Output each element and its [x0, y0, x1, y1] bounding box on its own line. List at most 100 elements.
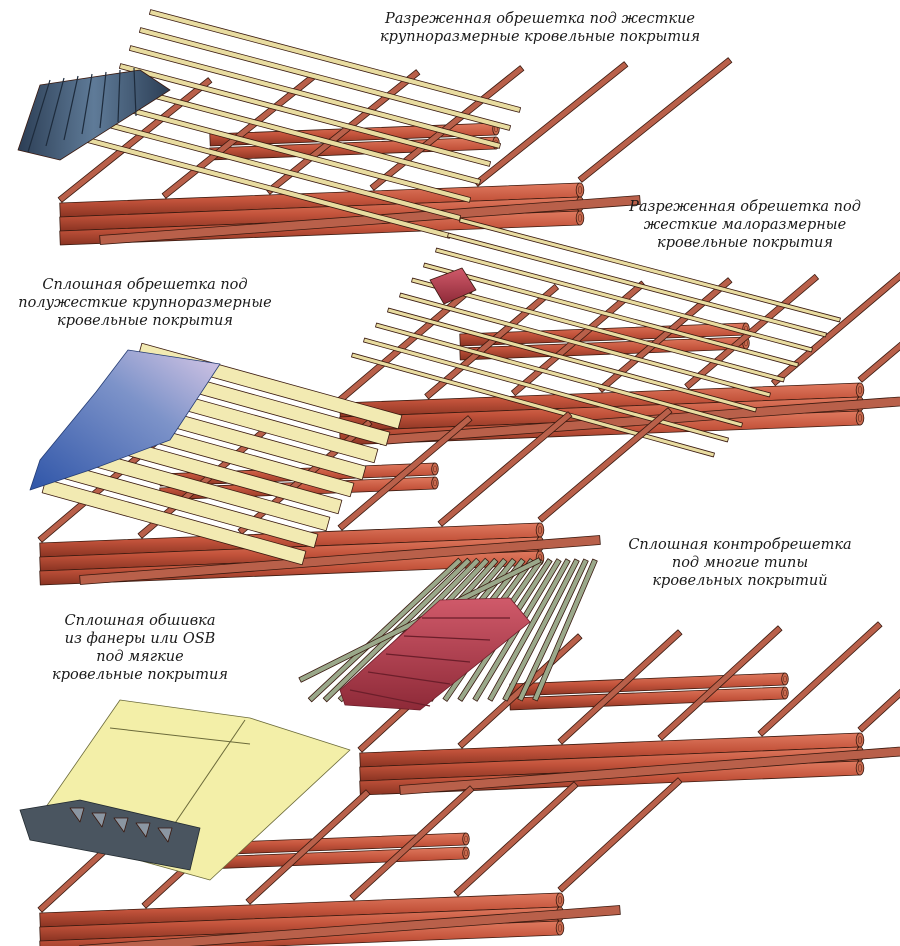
module-sparse-large-wall-log-ring: [577, 186, 583, 194]
slate-panel: [17, 69, 171, 161]
module-plywood-osb-rafter: [557, 777, 683, 893]
counter-batten: [307, 557, 463, 703]
tile-row: [367, 671, 451, 685]
module-sparse-small-wall-log-ring: [857, 386, 863, 394]
module-plywood-osb-wall-log-ring: [557, 924, 563, 932]
caption-sparse-small: Разреженная обрешетка под жесткие малора…: [629, 199, 861, 251]
module-solid-semirigid-back-log-ring: [433, 465, 437, 473]
counter-batten: [487, 558, 571, 702]
module-plywood-osb-rafter: [349, 785, 475, 901]
sparse-batten: [118, 63, 492, 167]
module-plywood-osb-rafter: [453, 781, 579, 897]
module-counter-batten-rafter: [857, 688, 900, 733]
shingle-tab: [135, 822, 151, 838]
module-sparse-small: [337, 217, 900, 458]
module-plywood-osb-sill-beam: [79, 905, 621, 946]
caption-counter-batten: Сплошная контробрешетка под многие типы …: [628, 537, 852, 589]
module-plywood-osb-wall-log-ring: [557, 896, 563, 904]
sparse-batten-small: [387, 307, 757, 413]
sparse-batten: [148, 9, 522, 113]
module-solid-semirigid-back-log-ring: [433, 479, 437, 487]
sparse-batten-small: [459, 217, 841, 323]
sparse-batten: [128, 45, 502, 149]
module-counter-batten-back-log-end: [781, 672, 789, 686]
sparse-batten-small: [411, 277, 785, 383]
module-plywood-osb-wall-log-end: [555, 892, 565, 908]
red-tile-panel: [339, 597, 531, 711]
module-plywood-osb-back-log-ring: [464, 849, 468, 857]
sparse-batten-small: [375, 322, 743, 428]
module-solid-semirigid-back-log-end: [431, 462, 439, 476]
counter-batten: [517, 558, 589, 702]
module-sparse-small-wall-log-ring: [857, 414, 863, 422]
module-counter-batten-wall-log-ring: [857, 736, 863, 744]
module-counter-batten-wall-log-ring: [857, 764, 863, 772]
tile-row: [349, 689, 431, 707]
module-counter-batten-back-log-ring: [783, 675, 787, 683]
sparse-batten-small: [435, 247, 813, 353]
counter-batten: [502, 558, 580, 702]
caption-sparse-large: Разреженная обрешетка под жесткие крупно…: [379, 11, 701, 45]
module-counter-batten: [298, 557, 900, 796]
sparse-batten-small: [399, 292, 771, 398]
sparse-batten-small: [363, 337, 729, 443]
osb-seam: [109, 727, 251, 745]
sparse-batten-small: [447, 232, 827, 338]
module-plywood-osb: [19, 699, 683, 946]
module-solid-semirigid-rafter: [337, 415, 473, 531]
osb-sheathing: [19, 699, 351, 881]
module-plywood-osb-back-log-end: [462, 846, 470, 860]
module-sparse-large-rafter: [57, 77, 213, 203]
module-counter-batten-wall-log-end: [855, 732, 865, 748]
sparse-batten-small: [423, 262, 799, 368]
module-sparse-large-rafter: [577, 57, 733, 183]
caption-solid-semirigid: Сплошная обрешетка под полужесткие крупн…: [18, 277, 272, 329]
slate-wave: [27, 79, 51, 153]
module-solid-semirigid-sill-beam: [79, 535, 601, 585]
tile-row: [385, 653, 471, 663]
caption-plywood-osb: Сплошная обшивка из фанеры или OSB под м…: [52, 613, 228, 683]
module-counter-batten-back-log-ring: [783, 689, 787, 697]
module-counter-batten-rafter: [657, 625, 783, 741]
blue-roll-sheet: [29, 349, 221, 491]
module-solid-semirigid-wall-log-ring: [537, 526, 543, 534]
shingle-strip: [19, 799, 201, 871]
module-sparse-small-wall-log-end: [855, 382, 865, 398]
slate-sheet: [17, 67, 171, 161]
module-sparse-large: [17, 9, 733, 246]
slate-wave: [117, 69, 121, 123]
module-counter-batten-back-log-end: [781, 686, 789, 700]
module-counter-batten-wall-log-end: [855, 760, 865, 776]
module-sparse-small-rafter: [857, 341, 900, 383]
shingle-tab: [69, 807, 85, 823]
shingle-tab: [91, 812, 107, 828]
module-sparse-large-wall-log-end: [575, 182, 585, 198]
module-solid-semirigid-rafter: [537, 407, 673, 523]
slate-wave: [133, 67, 137, 117]
sparse-batten-small: [351, 352, 715, 458]
shingle-tab: [157, 827, 173, 843]
module-sparse-small-rafter: [510, 280, 646, 397]
slate-wave: [81, 73, 93, 135]
module-counter-batten-rafter: [757, 621, 883, 737]
module-counter-batten-sill-beam: [399, 746, 900, 795]
slate-wave: [45, 77, 65, 147]
module-plywood-osb-wall-log-end: [555, 920, 565, 936]
module-solid-semirigid-wall-log-end: [535, 522, 545, 538]
module-plywood-osb-back-log-ring: [464, 835, 468, 843]
shingle-tab: [113, 817, 129, 833]
module-sparse-large-wall-log-end: [575, 210, 585, 226]
red-tile-piece: [429, 267, 477, 305]
module-solid-semirigid: [29, 342, 673, 586]
red-tile-field: [339, 597, 531, 711]
module-plywood-osb-back-log-end: [462, 832, 470, 846]
module-sparse-small-rafter: [770, 271, 900, 387]
module-sparse-large-wall-log-ring: [577, 214, 583, 222]
tile-row: [403, 635, 491, 641]
counter-batten: [532, 558, 598, 702]
module-sparse-small-wall-log-end: [855, 410, 865, 426]
module-sparse-large-rafter: [369, 65, 525, 191]
sparse-batten: [138, 27, 512, 131]
slate-wave: [99, 71, 107, 129]
